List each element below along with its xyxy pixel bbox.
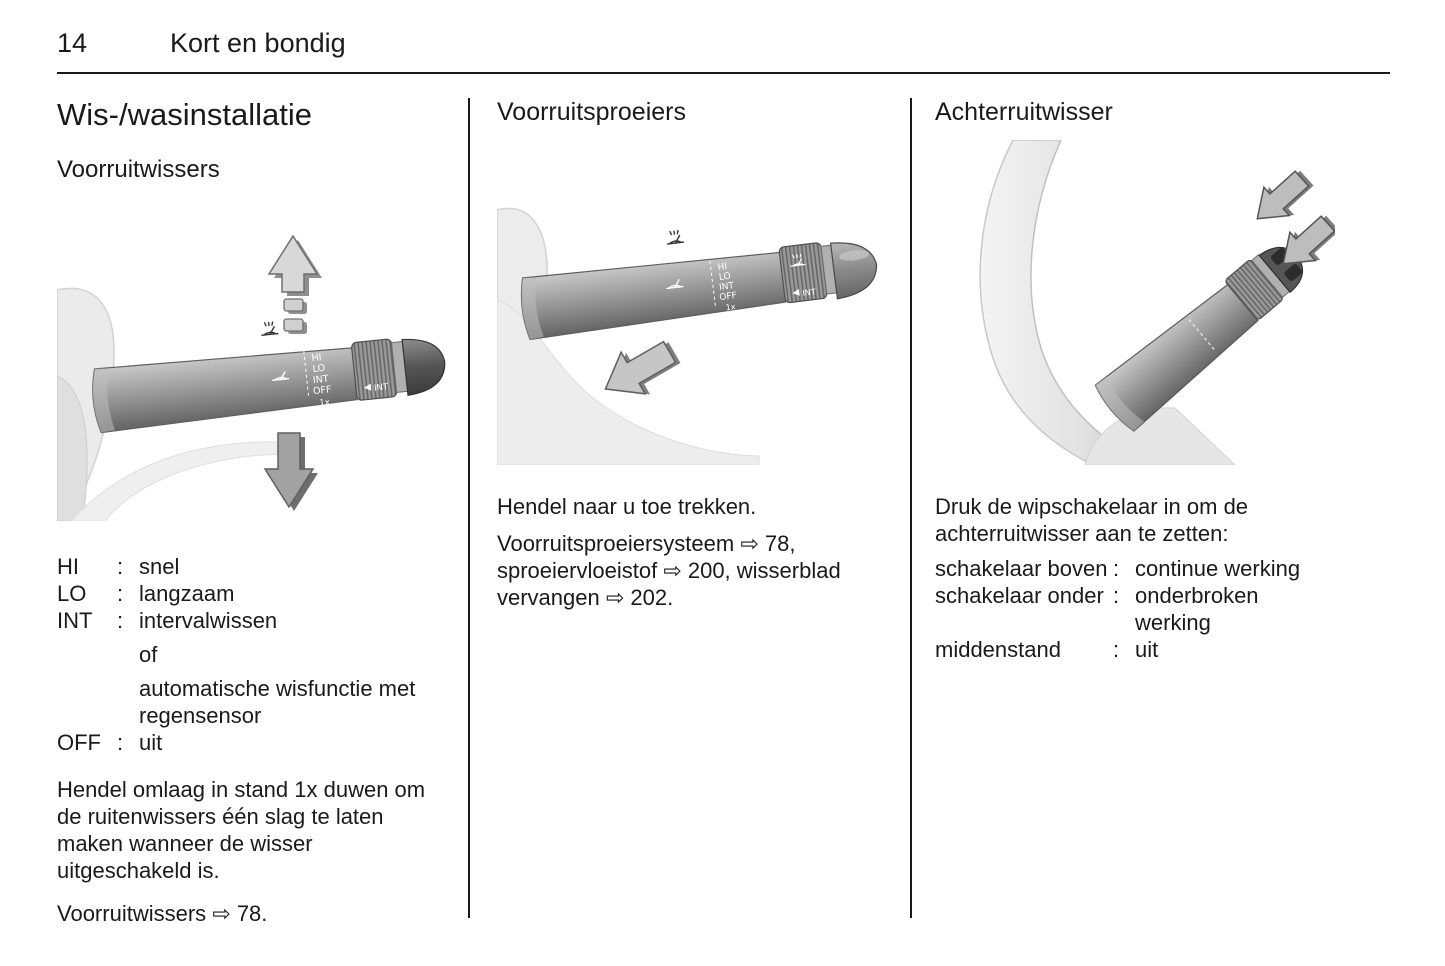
washer-figure: HI LO INT OFF 1x INT — [497, 140, 885, 465]
step-dash-icons — [283, 298, 307, 334]
mode-colon: : — [117, 554, 124, 579]
mode-term — [57, 641, 117, 668]
switch-colon: : — [1113, 637, 1120, 662]
wiper-stalk: HI LO INT OFF 1x INT — [92, 320, 446, 434]
wash-wipe-icon — [259, 320, 279, 336]
chapter-title: Kort en bondig — [170, 28, 346, 58]
rocker-switch-lower — [1284, 264, 1303, 282]
mode-row: of — [57, 641, 453, 668]
column-divider — [468, 98, 470, 918]
rear-wiper-figure — [935, 140, 1390, 465]
mode-row: HI : snel — [57, 553, 453, 580]
mode-colon — [117, 675, 139, 729]
column-divider — [910, 98, 912, 918]
subsection-title: Voorruitwissers — [57, 156, 220, 183]
pointer-triangle-icon — [792, 288, 800, 296]
steering-cowl — [57, 287, 283, 521]
rear-wiper-illustration — [979, 140, 1335, 465]
washer-paragraph: Hendel naar u toe trekken. — [497, 494, 757, 519]
ring-label-int: INT — [374, 382, 390, 393]
switch-colon: : — [1113, 556, 1120, 581]
press-arrow-icon-top — [1256, 170, 1314, 220]
mode-colon: : — [117, 730, 124, 755]
mode-desc: automatische wisfunctie met regensensor — [139, 676, 416, 728]
pointer-triangle-icon — [363, 383, 372, 391]
column-rear-wiper: Achterruitwisser — [912, 98, 1390, 927]
column-front-wipers: Wis-/wasinstallatie Voorruitwissers — [57, 98, 468, 927]
front-wipers-figure: HI LO INT OFF 1x INT — [57, 206, 453, 521]
mode-desc: uit — [139, 730, 163, 755]
wash-wipe-icon — [665, 229, 685, 245]
mode-desc: of — [139, 642, 158, 667]
rear-wiper-paragraph: Druk de wipschakelaar in om de achterrui… — [935, 494, 1249, 546]
switch-effect: uit — [1135, 637, 1159, 662]
up-arrow-icon — [267, 234, 322, 296]
front-wipers-reference: Voorruitwissers ⇨ 78. — [57, 901, 268, 926]
page-number: 14 — [57, 28, 88, 58]
section-title: Voorruitsproeiers — [497, 98, 686, 126]
stalk-label-hi: HI — [717, 262, 728, 273]
mode-term: HI — [57, 554, 79, 579]
single-wipe-paragraph: Hendel omlaag in stand 1x duwen om de ru… — [57, 777, 426, 883]
switch-row: schakelaar onder : onderbroken werking — [935, 582, 1337, 636]
mode-term: LO — [57, 581, 87, 606]
wiper-modes-list: HI : snel LO : langzaam INT : intervalwi… — [57, 553, 453, 756]
steering-wheel-rim — [979, 140, 1236, 465]
mode-colon: : — [117, 581, 124, 606]
switch-effect: onderbroken werking — [1135, 583, 1259, 635]
mode-term — [57, 675, 117, 729]
content-columns: Wis-/wasinstallatie Voorruitwissers — [57, 98, 1390, 927]
stalk-label-lo: LO — [312, 363, 326, 375]
rear-wiper-switch-table: schakelaar boven : continue werking scha… — [935, 555, 1337, 663]
washer-reference: Voorruitsproeiersysteem ⇨ 78, sproeiervl… — [497, 531, 841, 610]
front-wipers-illustration: HI LO INT OFF 1x INT — [57, 234, 446, 521]
mode-colon: : — [117, 608, 124, 633]
mode-desc: snel — [139, 554, 180, 579]
mode-term: INT — [57, 608, 93, 633]
mode-row: INT : intervalwissen — [57, 607, 453, 634]
column-washer: Voorruitsproeiers — [470, 98, 910, 927]
switch-row: schakelaar boven : continue werking — [935, 555, 1337, 582]
press-arrow-icon-bottom — [1282, 215, 1335, 265]
stalk-label-int: INT — [312, 374, 329, 387]
ring-label-int: INT — [802, 287, 816, 298]
stalk-label-off: OFF — [313, 384, 332, 397]
stalk-label-hi: HI — [311, 352, 322, 364]
wiper-stalk: HI LO INT OFF 1x INT — [520, 229, 878, 341]
mode-desc: intervalwissen — [139, 608, 278, 633]
switch-row: middenstand : uit — [935, 636, 1337, 663]
rear-wiper-stalk — [1094, 246, 1304, 432]
page-header: 14 Kort en bondig — [57, 28, 1390, 72]
rocker-switch-upper — [1271, 247, 1289, 266]
stalk-label-int: INT — [719, 281, 735, 293]
stalk-label-off: OFF — [719, 291, 738, 303]
switch-effect: continue werking — [1135, 556, 1301, 581]
down-arrow-icon — [263, 432, 318, 511]
section-title: Achterruitwisser — [935, 98, 1113, 126]
section-title: Wis-/wasinstallatie — [57, 97, 312, 132]
pull-arrow-icon — [604, 340, 681, 395]
mode-row: automatische wisfunctie met regensensor — [57, 675, 453, 729]
mode-colon — [117, 641, 139, 668]
washer-illustration: HI LO INT OFF 1x INT — [497, 207, 878, 465]
steering-cowl — [497, 207, 760, 465]
stalk-label-1x: 1x — [319, 398, 330, 409]
mode-term: OFF — [57, 730, 101, 755]
switch-position: schakelaar boven — [935, 556, 1108, 581]
switch-position: schakelaar onder — [935, 583, 1104, 608]
stalk-label-1x: 1x — [725, 302, 736, 312]
mode-row: OFF : uit — [57, 729, 453, 756]
stalk-label-lo: LO — [718, 272, 731, 283]
mode-row: LO : langzaam — [57, 580, 453, 607]
switch-colon: : — [1113, 583, 1120, 608]
switch-position: middenstand — [935, 637, 1061, 662]
mode-desc: langzaam — [139, 581, 235, 606]
header-rule — [57, 72, 1390, 74]
